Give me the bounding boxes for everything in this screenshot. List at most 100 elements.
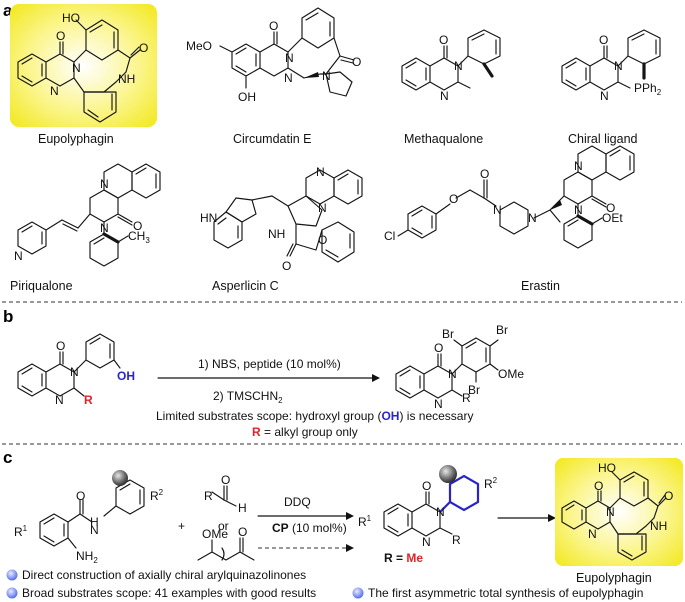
atom-o: O bbox=[449, 192, 458, 206]
atom-o: O bbox=[133, 219, 142, 233]
atom-o: O bbox=[664, 489, 673, 503]
atom-o: O bbox=[56, 29, 65, 43]
atom-n: N bbox=[72, 61, 81, 75]
atom-oh: OH bbox=[238, 90, 256, 104]
atom-ho: HO bbox=[598, 461, 616, 475]
atom-o: O bbox=[282, 259, 291, 273]
atom-o: O bbox=[439, 33, 448, 47]
compound-label: Circumdatin E bbox=[233, 132, 312, 146]
atom-n: N bbox=[574, 203, 583, 217]
atom-n: N bbox=[284, 71, 293, 85]
atom-o: O bbox=[422, 479, 431, 493]
bullet-text: Direct construction of axially chiral ar… bbox=[22, 568, 306, 582]
atom-n: N bbox=[285, 51, 294, 65]
reaction-arrows-c: DDQ CP (10 mol%) bbox=[257, 495, 354, 552]
bullet-icon bbox=[6, 569, 18, 581]
scope-note-1: Limited substrates scope: hydroxyl group… bbox=[156, 409, 473, 423]
atom-h: H bbox=[90, 515, 99, 529]
atom-o: O bbox=[480, 167, 489, 181]
reagent-ddq: DDQ bbox=[284, 495, 311, 509]
atom-nh: NH bbox=[118, 72, 135, 86]
highlight-box bbox=[555, 458, 683, 566]
atom-r2: R2 bbox=[150, 488, 164, 503]
compound-label: Methaqualone bbox=[404, 132, 483, 146]
atom-o: O bbox=[56, 339, 65, 353]
atom-n: N bbox=[454, 59, 463, 73]
erastin-structure: Cl O O N N N N O OEt Erastin bbox=[384, 145, 635, 293]
atom-r2: R2 bbox=[484, 476, 498, 491]
atom-n: N bbox=[55, 393, 64, 407]
compound-label: Eupolyphagin bbox=[38, 132, 114, 146]
bullet-text: Broad substrates scope: 41 examples with… bbox=[22, 586, 316, 600]
atom-n: N bbox=[440, 89, 449, 103]
atom-n: N bbox=[528, 211, 537, 225]
atom-o: O bbox=[318, 233, 327, 247]
atom-nh: NH bbox=[268, 227, 285, 241]
atom-pph2: PPh2 bbox=[634, 81, 662, 97]
or-text: or bbox=[218, 519, 229, 533]
reagent-step-1: 1) NBS, peptide (10 mol%) bbox=[198, 357, 341, 371]
eupolyphagin-target-structure: O N N HO O NH Eupolyphagin bbox=[555, 458, 683, 585]
enol-ether-structure: OMe O bbox=[197, 525, 255, 561]
methaqualone-structure: O N N Methaqualone bbox=[401, 29, 501, 146]
atom-r: R bbox=[204, 489, 213, 503]
atom-o: O bbox=[139, 41, 148, 55]
atom-ch3: CH3 bbox=[128, 229, 150, 245]
atom-o: O bbox=[238, 525, 247, 539]
atom-r: R bbox=[84, 393, 93, 407]
atom-br: Br bbox=[496, 323, 508, 337]
atom-r: R bbox=[462, 391, 471, 405]
atom-ome: OMe bbox=[498, 367, 524, 381]
atom-r1: R1 bbox=[358, 514, 372, 529]
atom-n: N bbox=[322, 69, 331, 83]
atom-o: O bbox=[269, 19, 278, 33]
atom-o: O bbox=[599, 33, 608, 47]
compound-label: Asperlicin C bbox=[212, 279, 279, 293]
atom-n: N bbox=[70, 365, 79, 379]
atom-nh2: NH2 bbox=[76, 549, 98, 565]
atom-nh: NH bbox=[650, 519, 667, 533]
atom-n: N bbox=[493, 203, 502, 217]
reaction-arrow-b: 1) NBS, peptide (10 mol%) 2) TMSCHN2 bbox=[157, 357, 380, 405]
atom-n: N bbox=[318, 201, 327, 215]
atom-h: H bbox=[238, 501, 247, 515]
arylquinazolinone-product-structure: O N N R R1 R2 R = Me bbox=[358, 465, 498, 565]
atom-n: N bbox=[50, 84, 59, 98]
atom-n: N bbox=[436, 505, 445, 519]
atom-n: N bbox=[100, 221, 109, 235]
atom-n: N bbox=[606, 505, 615, 519]
atom-o: O bbox=[606, 201, 615, 215]
substrate-b-structure: O N N R OH bbox=[17, 333, 135, 407]
amide-substrate-structure: O H N NH2 R1 R2 bbox=[14, 470, 164, 565]
atom-o: O bbox=[434, 341, 443, 355]
reaction-arrow-to-target bbox=[497, 514, 556, 522]
compound-label: Chiral ligand bbox=[568, 132, 638, 146]
highlight-box bbox=[10, 4, 157, 127]
atom-n: N bbox=[14, 249, 23, 263]
atom-r: R bbox=[452, 533, 461, 547]
atom-n: N bbox=[100, 177, 109, 191]
atom-o: O bbox=[76, 489, 85, 503]
atom-o: O bbox=[352, 55, 361, 69]
summary-bullets: Direct construction of axially chiral ar… bbox=[6, 568, 643, 600]
plus-sign: + bbox=[178, 519, 185, 533]
panel-label-a: a bbox=[3, 1, 13, 20]
atom-oh: OH bbox=[117, 369, 135, 383]
target-label: Eupolyphagin bbox=[576, 571, 652, 585]
atom-n: N bbox=[600, 89, 609, 103]
atom-o: O bbox=[594, 479, 603, 493]
atom-n: N bbox=[316, 165, 325, 179]
atom-cl: Cl bbox=[384, 229, 395, 243]
bullet-icon bbox=[6, 587, 18, 599]
atom-hn: HN bbox=[200, 211, 217, 225]
atom-o: O bbox=[221, 473, 230, 487]
asperlicin-c-structure: HN N N O NH O Asperlicin C bbox=[200, 165, 363, 293]
atom-n: N bbox=[422, 535, 431, 549]
piriqualone-structure: N N N O CH3 Piriqualone bbox=[10, 163, 161, 293]
eupolyphagin-structure: O N N HO O NH Eupolyphagin bbox=[10, 4, 157, 146]
atom-n: N bbox=[434, 397, 443, 411]
atom-ho: HO bbox=[62, 11, 80, 25]
scope-note-2: R = alkyl group only bbox=[252, 425, 358, 439]
atom-n: N bbox=[588, 527, 597, 541]
